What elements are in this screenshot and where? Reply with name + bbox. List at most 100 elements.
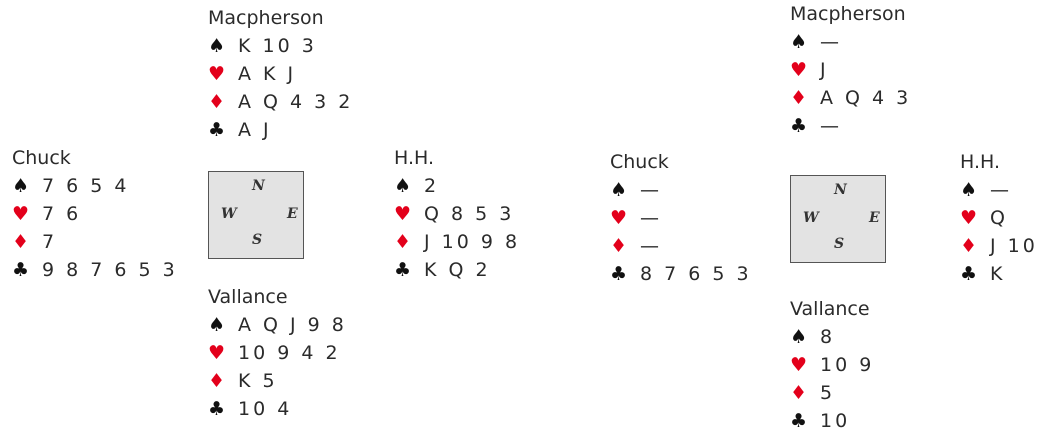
west-diamonds: — xyxy=(640,235,662,257)
south-spades: A Q J 9 8 xyxy=(238,314,347,336)
north-clubs: — xyxy=(820,115,842,137)
east-hearts-row: ♥ Q xyxy=(960,204,1046,232)
east-player-name: H.H. xyxy=(394,147,434,169)
south-clubs-row: ♣ 10 xyxy=(790,407,874,435)
compass-box: N W E S xyxy=(790,175,886,263)
spade-icon: ♠ xyxy=(790,31,808,53)
diamond-icon: ♦ xyxy=(610,235,628,257)
east-clubs-row: ♣ K Q 2 xyxy=(394,256,524,284)
diamond-icon: ♦ xyxy=(208,370,226,392)
east-clubs: K xyxy=(990,263,1006,285)
compass-north: N xyxy=(834,182,847,198)
north-hearts: J xyxy=(820,59,829,81)
east-hearts-row: ♥ Q 8 5 3 xyxy=(394,200,524,228)
north-diamonds: A Q 4 3 xyxy=(820,87,912,109)
club-icon: ♣ xyxy=(790,115,808,137)
compass-north: N xyxy=(252,178,265,194)
east-spades: — xyxy=(990,179,1012,201)
west-hand: Chuck ♠ 7 6 5 4 ♥ 7 6 ♦ 7 ♣ 9 8 7 6 5 3 xyxy=(12,146,178,284)
west-hand: Chuck ♠ — ♥ — ♦ — ♣ 8 7 6 5 3 xyxy=(610,150,752,288)
heart-icon: ♥ xyxy=(790,354,808,376)
diamond-icon: ♦ xyxy=(960,235,978,257)
heart-icon: ♥ xyxy=(960,207,978,229)
north-clubs-row: ♣ — xyxy=(790,112,911,140)
north-diamonds: A Q 4 3 2 xyxy=(238,91,354,113)
spade-icon: ♠ xyxy=(790,326,808,348)
south-diamonds-row: ♦ K 5 xyxy=(208,367,347,395)
east-diamonds: J 10 9 8 4 xyxy=(424,231,524,253)
east-hearts: Q xyxy=(990,207,1008,229)
west-spades-row: ♠ 7 6 5 4 xyxy=(12,172,178,200)
east-clubs-row: ♣ K xyxy=(960,260,1046,288)
north-spades-row: ♠ K 10 3 xyxy=(208,32,353,60)
heart-icon: ♥ xyxy=(610,207,628,229)
club-icon: ♣ xyxy=(610,263,628,285)
north-diamonds-row: ♦ A Q 4 3 xyxy=(790,84,911,112)
diamond-icon: ♦ xyxy=(208,91,226,113)
west-spades-row: ♠ — xyxy=(610,176,752,204)
west-clubs: 8 7 6 5 3 xyxy=(640,263,752,285)
east-player-name: H.H. xyxy=(960,151,1000,173)
heart-icon: ♥ xyxy=(394,203,412,225)
heart-icon: ♥ xyxy=(12,203,30,225)
club-icon: ♣ xyxy=(208,398,226,420)
south-diamonds-row: ♦ 5 xyxy=(790,379,874,407)
north-hand: Macpherson ♠ — ♥ J ♦ A Q 4 3 ♣ — xyxy=(790,2,911,140)
club-icon: ♣ xyxy=(394,259,412,281)
diamond-icon: ♦ xyxy=(394,231,412,253)
west-spades: 7 6 5 4 xyxy=(42,175,130,197)
east-diamonds-row: ♦ J 10 9 xyxy=(960,232,1046,260)
north-spades: — xyxy=(820,31,842,53)
east-hearts: Q 8 5 3 xyxy=(424,203,515,225)
north-hand: Macpherson ♠ K 10 3 ♥ A K J ♦ A Q 4 3 2 … xyxy=(208,6,353,144)
south-player-name: Vallance xyxy=(208,286,288,308)
west-diamonds-row: ♦ — xyxy=(610,232,752,260)
west-hearts: 7 6 xyxy=(42,203,82,225)
south-hearts-row: ♥ 10 9 xyxy=(790,351,874,379)
east-spades-row: ♠ 2 xyxy=(394,172,524,200)
east-hand: H.H. ♠ 2 ♥ Q 8 5 3 ♦ J 10 9 8 4 ♣ K Q 2 xyxy=(394,146,524,284)
spade-icon: ♠ xyxy=(208,314,226,336)
north-hearts: A K J xyxy=(238,63,297,85)
east-diamonds-row: ♦ J 10 9 8 4 xyxy=(394,228,524,256)
spade-icon: ♠ xyxy=(960,179,978,201)
west-clubs-row: ♣ 9 8 7 6 5 3 xyxy=(12,256,178,284)
north-diamonds-row: ♦ A Q 4 3 2 xyxy=(208,88,353,116)
south-spades-row: ♠ A Q J 9 8 xyxy=(208,311,347,339)
spade-icon: ♠ xyxy=(394,175,412,197)
west-hearts: — xyxy=(640,207,662,229)
north-spades-row: ♠ — xyxy=(790,28,911,56)
south-clubs: 10 xyxy=(820,410,851,432)
club-icon: ♣ xyxy=(790,410,808,432)
south-spades: 8 xyxy=(820,326,836,348)
south-clubs-row: ♣ 10 4 xyxy=(208,395,347,423)
compass-west: W xyxy=(803,210,819,226)
compass-west: W xyxy=(221,206,237,222)
diamond-icon: ♦ xyxy=(12,231,30,253)
west-player-name: Chuck xyxy=(12,147,71,169)
west-diamonds-row: ♦ 7 xyxy=(12,228,178,256)
south-diamonds: K 5 xyxy=(238,370,278,392)
club-icon: ♣ xyxy=(960,263,978,285)
south-hearts: 10 9 xyxy=(820,354,875,376)
east-spades: 2 xyxy=(424,175,440,197)
diamond-icon: ♦ xyxy=(790,382,808,404)
club-icon: ♣ xyxy=(208,119,226,141)
north-player-name: Macpherson xyxy=(790,3,906,25)
heart-icon: ♥ xyxy=(208,342,226,364)
compass-south: S xyxy=(834,236,845,252)
north-clubs: A J xyxy=(238,119,272,141)
west-spades: — xyxy=(640,179,662,201)
spade-icon: ♠ xyxy=(208,35,226,57)
south-hand: Vallance ♠ 8 ♥ 10 9 ♦ 5 ♣ 10 xyxy=(790,297,874,435)
south-clubs: 10 4 xyxy=(238,398,293,420)
north-hearts-row: ♥ J xyxy=(790,56,911,84)
compass-south: S xyxy=(252,232,263,248)
spade-icon: ♠ xyxy=(610,179,628,201)
south-player-name: Vallance xyxy=(790,298,870,320)
compass-east: E xyxy=(869,210,880,226)
east-hand: H.H. ♠ — ♥ Q ♦ J 10 9 ♣ K xyxy=(960,150,1046,288)
north-clubs-row: ♣ A J xyxy=(208,116,353,144)
west-clubs: 9 8 7 6 5 3 xyxy=(42,259,178,281)
